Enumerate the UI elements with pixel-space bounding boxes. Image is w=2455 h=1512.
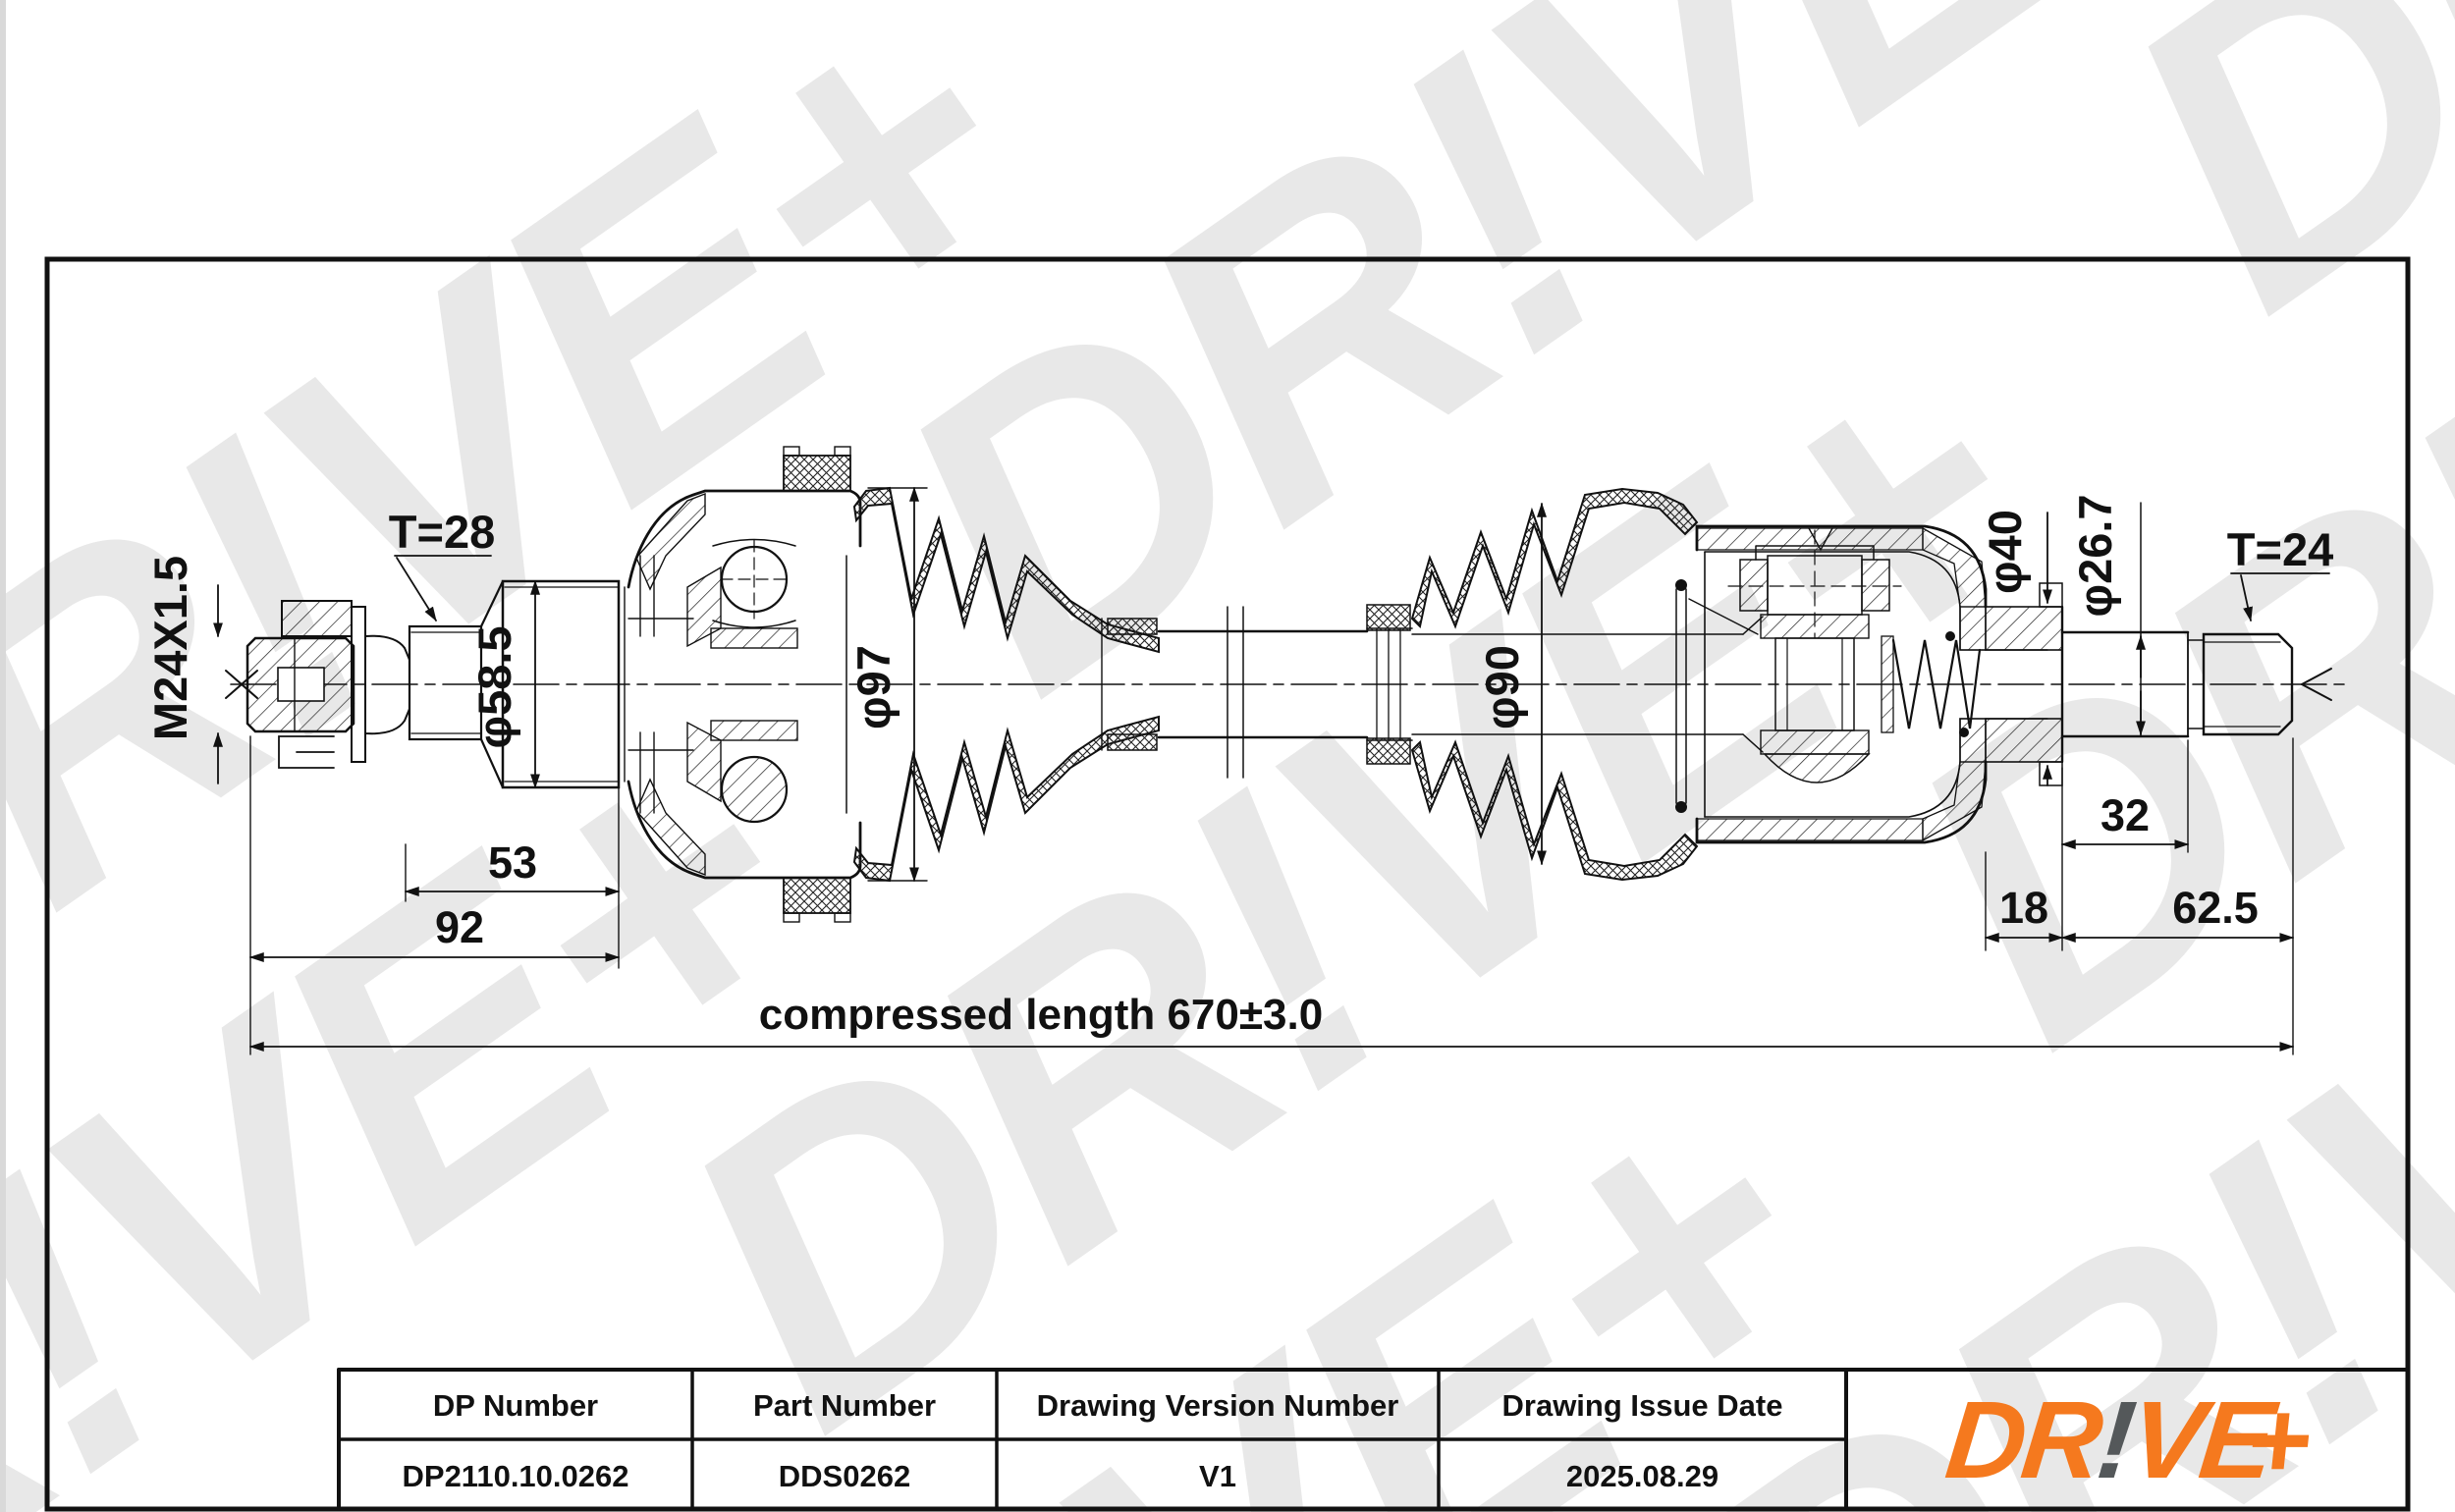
dim-53: 53: [488, 837, 537, 888]
scan-edge: [0, 0, 6, 1512]
outer-cv-joint: [627, 446, 862, 923]
dim-inner-boot-diameter: φ90: [1476, 645, 1528, 729]
intermediate-shaft: [1157, 604, 1764, 779]
drawing-frame: [44, 256, 2411, 1512]
outer-stub-shaft: [408, 579, 626, 789]
title-drawing-version-header: Drawing Version Number: [1036, 1388, 1399, 1423]
title-dp-number-header: DP Number: [432, 1388, 599, 1423]
dim-hub-diameter: φ40: [1979, 510, 2031, 594]
dim-compressed-length: compressed length 670±3.0: [759, 991, 1323, 1039]
logo-dr: DR: [1940, 1377, 2105, 1501]
title-drawing-version-value: V1: [1199, 1459, 1236, 1493]
title-issue-date-value: 2025.08.29: [1565, 1459, 1719, 1493]
dim-32: 32: [2100, 790, 2150, 840]
dim-thread-left: M24X1.5: [144, 556, 196, 740]
inner-cv-joint: [1675, 524, 2064, 844]
dim-62-5: 62.5: [2172, 883, 2259, 933]
title-dp-number-value: DP2110.10.0262: [402, 1459, 629, 1493]
title-part-number-value: DDS0262: [778, 1459, 911, 1493]
inner-boot: [1410, 487, 1699, 882]
dim-spline-right: T=24: [2227, 523, 2333, 575]
hub-nut-assembly: [225, 600, 410, 769]
dimensions: [213, 486, 2330, 1055]
logo-plus: +: [2240, 1377, 2314, 1501]
output-shaft: [2060, 630, 2332, 738]
dim-spline-left: T=28: [389, 506, 495, 558]
dim-outer-boot-diameter: φ97: [847, 645, 900, 729]
drive-plus-logo: DR!VE+: [1849, 1377, 2404, 1502]
dim-output-diameter: φ26.7: [2069, 494, 2121, 617]
title-issue-date-header: Drawing Issue Date: [1501, 1388, 1783, 1423]
title-part-number-header: Part Number: [752, 1388, 937, 1423]
dim-92: 92: [435, 902, 484, 952]
dim-collar-diameter: φ58.5: [468, 625, 520, 748]
dim-18: 18: [1999, 883, 2048, 933]
